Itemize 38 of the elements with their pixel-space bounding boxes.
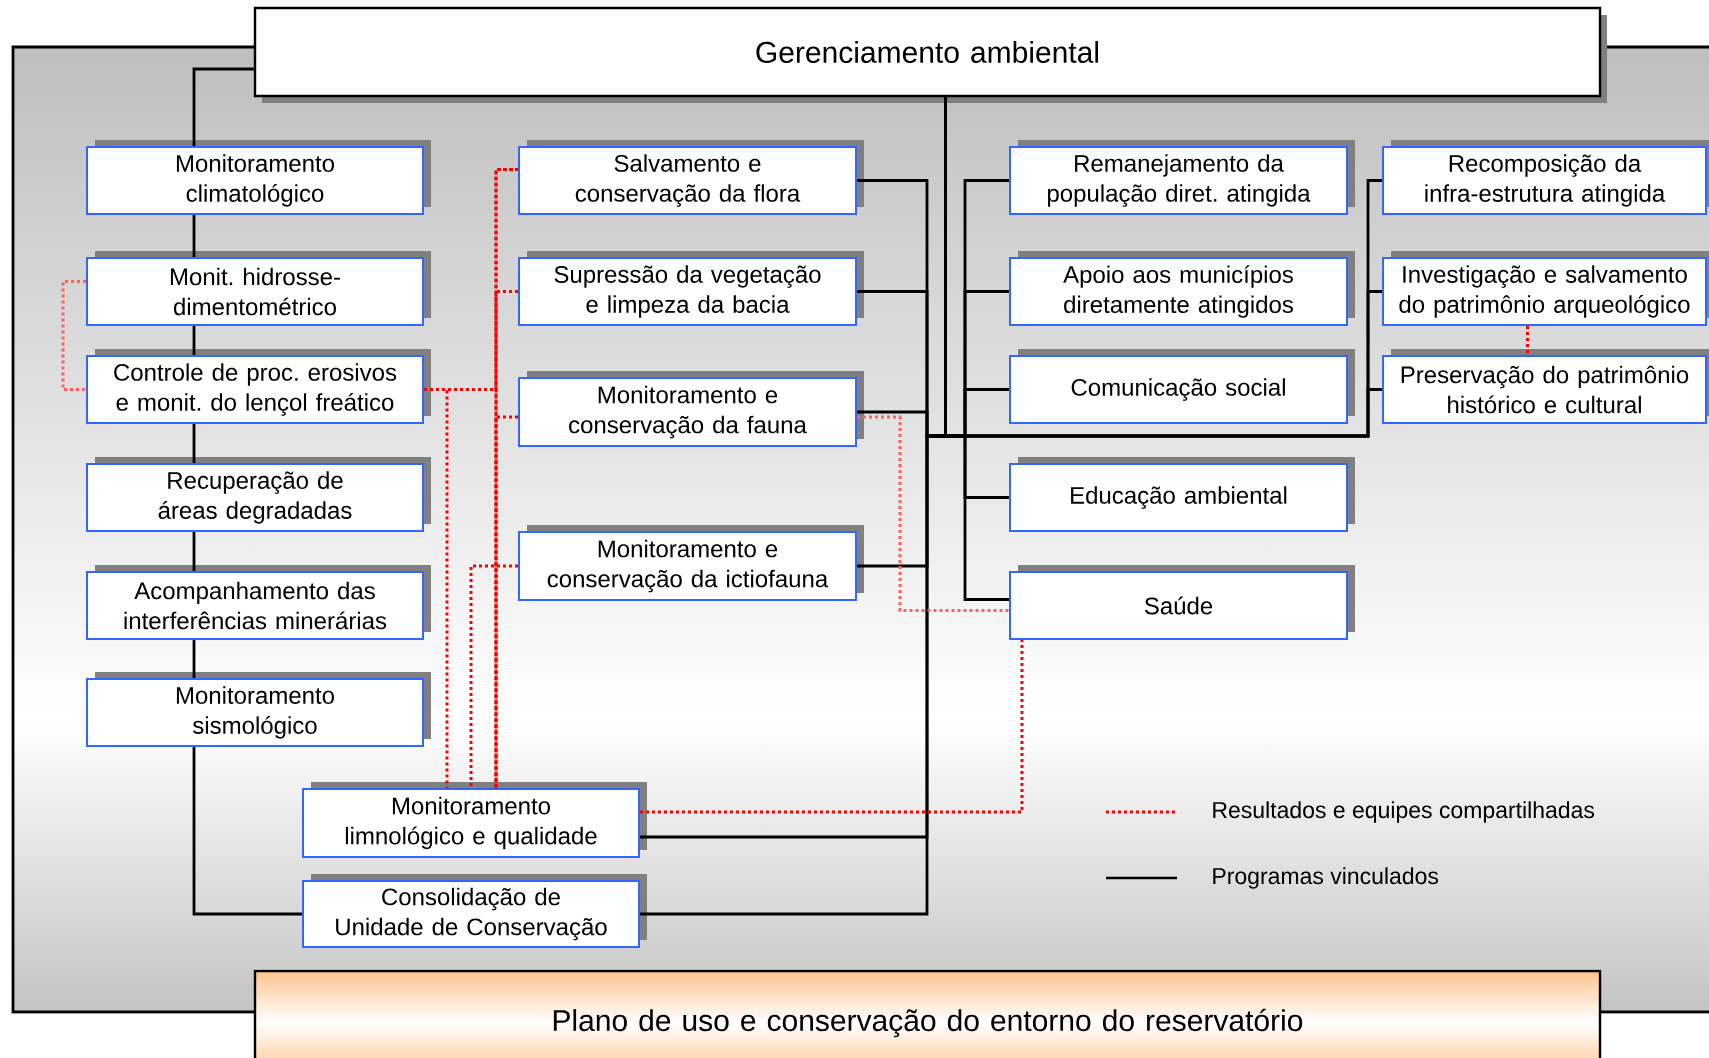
program-box: Investigação e salvamento do patrimônio arqueológico — [1382, 251, 1709, 326]
program-box: Saúde — [1009, 565, 1355, 640]
connector-line — [640, 97, 1382, 916]
connector-line — [192, 747, 302, 916]
plan-band: Plano de uso e conservação do entorno do reservatório — [253, 969, 1602, 1058]
program-box: Educação ambiental — [1009, 457, 1355, 532]
program-box: Remanejamento da população diret. atingida — [1009, 140, 1355, 215]
program-box: Controle de proc. erosivos e monit. do lençol freático — [86, 349, 431, 424]
program-box: Monitoramento limnológico e qualidade — [302, 782, 647, 858]
program-box: Consolidação de Unidade de Conservação — [302, 874, 647, 948]
program-box: Supressão da vegetação e limpeza da bacia — [518, 251, 864, 326]
connector-line — [192, 215, 196, 257]
dotted-connector — [857, 415, 1009, 612]
connector-line — [192, 532, 196, 571]
program-box: Apoio aos municípios diretamente atingidos — [1009, 251, 1355, 326]
program-box: Recomposição da infra-estrutura atingida — [1382, 140, 1709, 215]
program-box: Monitoramento climatológico — [86, 140, 431, 215]
legend-label: Programas vinculados — [1213, 867, 1439, 889]
program-box: Comunicação social — [1009, 349, 1355, 424]
dotted-connector — [424, 388, 449, 788]
legend-label: Resultados e equipes compartilhadas — [1213, 801, 1595, 823]
program-box: Preservação do patrimônio histórico e cultural — [1382, 349, 1709, 424]
connector-line — [192, 424, 196, 463]
dotted-connector — [61, 280, 86, 391]
program-box: Acompanhamento das interferências minerárias — [86, 565, 431, 640]
program-box: Recuperação de áreas degradadas — [86, 457, 431, 532]
connector-line — [192, 67, 254, 146]
header-box: Gerenciamento ambiental — [253, 6, 1607, 103]
dotted-connector — [1526, 326, 1529, 355]
connector-line — [192, 326, 196, 355]
dotted-connector — [640, 640, 1024, 814]
program-box: Salvamento e conservação da flora — [518, 140, 864, 215]
dotted-connector — [469, 564, 518, 788]
program-box: Monit. hidrosse- dimentométrico — [86, 251, 431, 326]
program-box: Monitoramento e conservação da fauna — [518, 371, 864, 447]
connector-line — [192, 640, 196, 678]
program-box: Monitoramento sismológico — [86, 672, 431, 747]
program-box: Monitoramento e conservação da ictiofauna — [518, 525, 864, 601]
